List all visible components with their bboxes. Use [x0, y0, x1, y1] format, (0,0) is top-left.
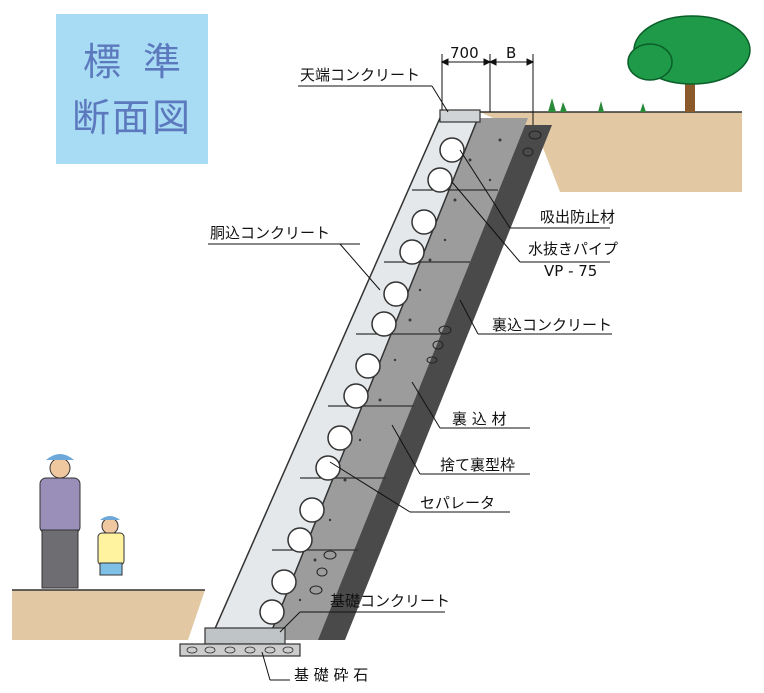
title-line2: 断面図	[71, 96, 192, 140]
title-line1: 標準	[82, 40, 203, 84]
grass-tufts	[548, 98, 646, 112]
tree-illustration	[627, 15, 751, 112]
child-illustration	[97, 516, 125, 576]
label-kiso-saiseki: 基 礎 砕 石	[294, 666, 369, 684]
dimension-lines	[440, 54, 535, 125]
label-separator: セパレータ	[420, 494, 496, 512]
drain-pipes	[259, 137, 465, 625]
block-joints	[272, 189, 498, 551]
label-sute-katawaku: 捨て裏型枠	[440, 456, 516, 474]
adult-person-illustration	[39, 454, 81, 589]
dimension-b: B	[506, 44, 517, 62]
top-concrete	[439, 109, 481, 123]
label-tenba-concrete: 天端コンクリート	[300, 66, 421, 84]
back-concrete	[268, 118, 528, 640]
label-uragome-zai: 裏 込 材	[452, 410, 507, 428]
base-gravel	[179, 643, 301, 657]
concrete-speckles	[298, 138, 502, 602]
label-douchi-concrete: 胴込コンクリート	[210, 224, 331, 242]
gravel-stones	[309, 130, 542, 595]
base-concrete	[204, 627, 286, 645]
label-uragome-concrete: 裏込コンクリート	[492, 316, 613, 334]
label-drain-pipe: 水抜きパイプ	[528, 240, 619, 258]
label-kiso-concrete: 基礎コンクリート	[330, 592, 451, 610]
ground-lower-left	[12, 590, 205, 640]
label-kyushutsu: 吸出防止材	[540, 208, 616, 226]
title-panel: 標準 断面図	[56, 14, 208, 164]
dimension-700: 700	[450, 44, 479, 62]
leader-lines	[208, 85, 612, 681]
label-vp75: VP - 75	[544, 262, 598, 280]
